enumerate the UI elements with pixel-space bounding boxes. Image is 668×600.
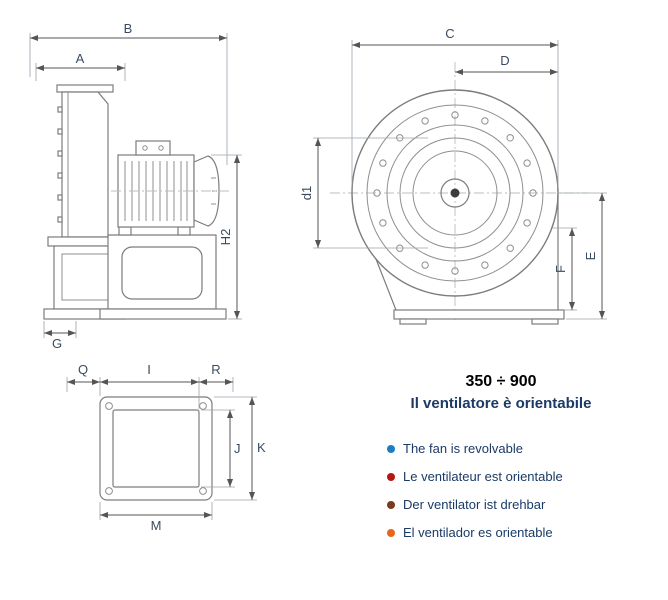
dim-label-R: R	[211, 362, 220, 377]
bullet-dot-red	[387, 473, 395, 481]
dim-label-d1: d1	[300, 186, 314, 200]
dim-label-J: J	[234, 441, 241, 456]
language-list: The fan is revolvable Le ventilateur est…	[385, 441, 617, 541]
duct-bolt-marks	[57, 106, 63, 223]
dimension-M: M	[99, 502, 213, 533]
flange-holes	[105, 402, 207, 495]
bullet-text-fr: Le ventilateur est orientable	[403, 469, 563, 484]
list-item-es: El ventilador es orientable	[385, 525, 617, 541]
dim-label-C: C	[445, 26, 454, 41]
dimension-K: K	[214, 396, 266, 501]
terminal-box	[135, 140, 171, 156]
dimension-E: E	[560, 192, 607, 320]
dim-label-H2: H2	[218, 229, 233, 246]
dim-label-K: K	[257, 440, 266, 455]
dim-label-F: F	[553, 265, 568, 273]
support-pedestal	[99, 234, 227, 320]
dimension-D: D	[455, 53, 558, 76]
motor	[111, 140, 229, 236]
bullet-text-es: El ventilador es orientable	[403, 525, 553, 540]
dim-label-E: E	[583, 251, 598, 260]
info-panel: 350 ÷ 900 Il ventilatore è orientabile T…	[385, 372, 617, 553]
side-view-drawing: B A H2 G	[29, 21, 242, 351]
dimension-B: B	[29, 21, 228, 165]
dim-label-D: D	[500, 53, 509, 68]
bullet-dot-brown	[387, 501, 395, 509]
bullet-text-en: The fan is revolvable	[403, 441, 523, 456]
front-view-drawing: C D d1 E F	[300, 26, 607, 325]
dimension-Q-I-R: Q I R	[66, 362, 234, 409]
dimension-d1: d1	[300, 137, 428, 249]
list-item-fr: Le ventilateur est orientable	[385, 469, 617, 485]
dimension-F: F	[552, 227, 577, 311]
hub	[440, 178, 470, 208]
dim-label-B: B	[124, 21, 133, 36]
dimension-J: J	[201, 409, 241, 488]
dim-label-G: G	[52, 336, 62, 351]
orientable-heading: Il ventilatore è orientabile	[410, 395, 592, 412]
dimension-H2: H2	[211, 154, 242, 320]
model-range: 350 ÷ 900	[465, 373, 537, 390]
bullet-text-de: Der ventilator ist drehbar	[403, 497, 546, 512]
dim-label-I: I	[147, 362, 151, 377]
base-frame	[393, 309, 565, 325]
dimension-A: A	[35, 51, 126, 81]
dimension-G: G	[43, 321, 77, 351]
bullet-dot-blue	[387, 445, 395, 453]
list-item-de: Der ventilator ist drehbar	[385, 497, 617, 513]
outlet-duct	[56, 84, 114, 238]
dim-label-Q: Q	[78, 362, 88, 377]
bolt-holes	[373, 111, 537, 275]
inlet-flange-plate	[99, 396, 213, 501]
dim-label-M: M	[151, 518, 162, 533]
shaft-center	[450, 188, 460, 198]
dim-label-A: A	[76, 51, 85, 66]
scroll-casing	[351, 89, 565, 325]
list-item-en: The fan is revolvable	[385, 441, 617, 457]
bullet-dot-orange	[387, 529, 395, 537]
flange-view-drawing: Q I R J K M	[66, 362, 266, 533]
dimension-C: C	[351, 26, 559, 188]
